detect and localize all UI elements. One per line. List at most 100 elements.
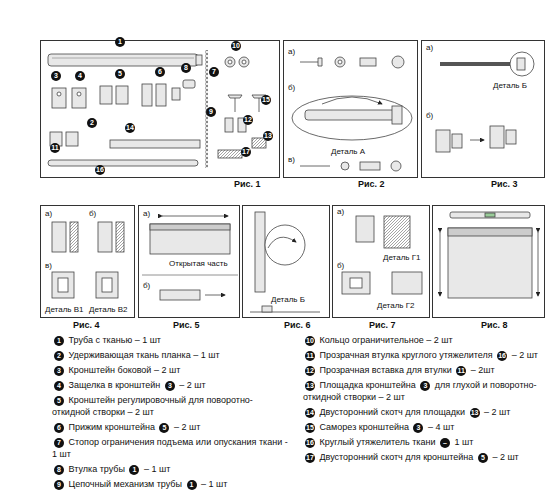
part-description: – 2 шт [492, 452, 518, 462]
callout-number: 17 [241, 147, 251, 157]
callout-number: 2 [54, 351, 64, 361]
callout-number: 3 [165, 381, 175, 391]
part-description: Стопор ограничения подъема или опускания… [52, 437, 288, 459]
figure-caption: Рис. 2 [357, 180, 386, 189]
detail-label: б) [142, 282, 151, 290]
part-description: Прижим кронштейна [69, 422, 155, 432]
callout-number: 17 [305, 453, 315, 463]
part-description: Двусторонний скотч для площадки [320, 407, 466, 417]
callout-number: 16 [305, 438, 315, 448]
detail-label: б) [425, 112, 434, 120]
parts-list-row: 10 Кольцо ограничительное – 2 шт [303, 334, 548, 346]
callout-number: 14 [125, 123, 135, 133]
detail-label: Деталь Б [492, 82, 528, 90]
callout-number: 13 [263, 131, 273, 141]
part-description: Двусторонний скотч для кронштейна [320, 452, 474, 462]
part-description: – 4 шт [428, 422, 454, 432]
detail-label: Деталь Г1 [382, 254, 421, 262]
callout-number: 13 [470, 408, 480, 418]
detail-label: а) [425, 44, 434, 52]
figure-panel: а)Деталь Г1б)Деталь Г2Рис. 7 [332, 205, 430, 318]
figure-panel: а)Открытая частьб)Рис. 5 [138, 205, 240, 318]
callout-number: 12 [305, 366, 315, 376]
detail-label: Деталь В1 [44, 306, 84, 314]
figure-panel: а)Деталь Бб)Рис. 3 [421, 40, 545, 178]
part-description: Кронштейн боковой – 2 шт [69, 365, 181, 375]
part-description: – 2 шт [179, 380, 205, 390]
parts-list-row: 6 Прижим кронштейна 5 – 2 шт [52, 421, 290, 433]
part-description: 1 шт [454, 437, 473, 447]
part-description: Удерживающая ткань планка – 1 шт [69, 350, 220, 360]
parts-list-row: 1 Труба с тканью – 1 шт [52, 334, 290, 346]
figure-panel: Рис. 1 [40, 40, 280, 178]
part-description: Саморез кронштейна [320, 422, 409, 432]
callout-number: 1 [187, 480, 197, 490]
callout-number: 11 [50, 143, 60, 153]
callout-number: 16 [497, 351, 507, 361]
part-description: Прозрачная вставка для втулки [320, 365, 452, 375]
parts-list-row: 4 Защелка в кронштейн 3 – 2 шт [52, 379, 290, 391]
callout-number: – [440, 438, 450, 448]
callout-number: 3 [54, 366, 64, 376]
figure-caption: Рис. 4 [72, 321, 101, 330]
figure-caption: Рис. 3 [490, 180, 519, 189]
parts-list-row: 16 Круглый утяжелитель ткани – 1 шт [303, 436, 548, 448]
callout-number: 1 [54, 336, 64, 346]
callout-number: 15 [305, 423, 315, 433]
parts-list-row: 11 Прозрачная втулка круглого утяжелител… [303, 349, 548, 361]
detail-label: б) [287, 84, 296, 92]
figure-panel: Рис. 8 [432, 205, 545, 318]
detail-label: Деталь Б [270, 296, 306, 304]
callout-number: 4 [75, 71, 85, 81]
callout-number: 6 [54, 423, 64, 433]
part-description: Кронштейн регулировочный для поворотно-о… [52, 395, 253, 417]
detail-label: в) [44, 262, 53, 270]
callout-number: 3 [51, 71, 61, 81]
parts-list-row: 12 Прозрачная вставка для втулки 11 – 2ш… [303, 364, 548, 376]
callout-number: 8 [181, 63, 191, 73]
callout-number: 10 [231, 41, 241, 51]
parts-list-row: 9 Цепочный механизм трубы 1 – 1 шт [52, 478, 290, 490]
callout-number: 15 [261, 95, 271, 105]
callout-number: 4 [54, 381, 64, 391]
callout-number: 9 [206, 107, 216, 117]
detail-label: Деталь Г2 [376, 302, 415, 310]
detail-label: а) [287, 48, 296, 56]
part-description: Труба с тканью – 1 шт [69, 335, 161, 345]
callout-number: 10 [305, 336, 315, 346]
parts-list-row: 5 Кронштейн регулировочный для поворотно… [52, 394, 290, 418]
figure-caption: Рис. 1 [233, 180, 262, 189]
detail-label: а) [336, 208, 345, 216]
parts-list-row: 8 Втулка трубы 1 – 1 шт [52, 463, 290, 475]
part-description: – 2 шт [512, 350, 538, 360]
detail-label: Деталь В2 [88, 306, 128, 314]
part-description: – 1 шт [201, 479, 227, 489]
part-description: – 2 шт [484, 407, 510, 417]
parts-list-row: 13 Площадка кронштейна 3 для глухой и по… [303, 379, 548, 403]
part-description: – 2шт [471, 365, 495, 375]
detail-label: Деталь А [330, 148, 366, 156]
part-description: Прозрачная втулка круглого утяжелителя [320, 350, 493, 360]
figure-caption: Рис. 7 [368, 321, 397, 330]
callout-number: 1 [129, 465, 139, 475]
figure-caption: Рис. 8 [480, 321, 509, 330]
detail-label: а) [142, 210, 151, 218]
part-description: Площадка кронштейна [320, 380, 416, 390]
detail-label: б) [336, 262, 345, 270]
callout-number: 11 [456, 366, 466, 376]
detail-label: Открытая часть [168, 260, 229, 268]
figure-panel: а)б)в)Деталь В1Деталь В2Рис. 4 [40, 205, 135, 318]
callout-number: 11 [305, 351, 315, 361]
callout-number: 16 [95, 165, 105, 175]
detail-label: в) [287, 156, 296, 164]
callout-number: 1 [115, 37, 125, 47]
callout-number: 6 [155, 67, 165, 77]
callout-number: 5 [159, 423, 169, 433]
callout-number: 7 [209, 67, 219, 77]
figure-caption: Рис. 5 [172, 321, 201, 330]
callout-number: 9 [54, 480, 64, 490]
callout-number: 2 [87, 118, 97, 128]
callout-number: 3 [413, 423, 423, 433]
part-description: Круглый утяжелитель ткани [320, 437, 436, 447]
callout-number: 14 [305, 408, 315, 418]
